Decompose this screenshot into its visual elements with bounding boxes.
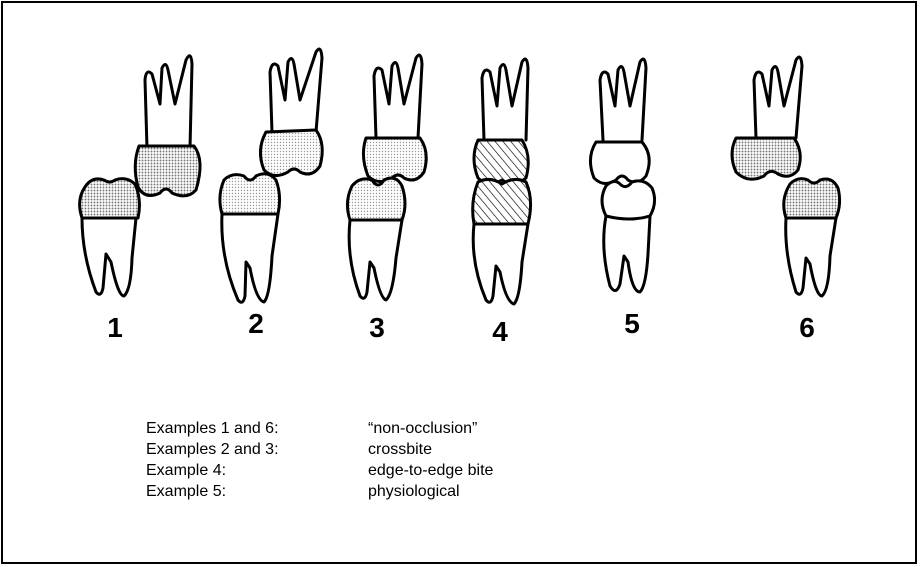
legend-row: Examples 1 and 6: “non-occlusion” [146, 418, 493, 439]
legend-row: Example 4: edge-to-edge bite [146, 460, 493, 481]
legend-label: Examples 1 and 6: [146, 418, 368, 439]
example-2-upper-tooth [260, 49, 322, 175]
example-2-teeth [220, 49, 322, 302]
example-2-lower-tooth [220, 174, 280, 303]
legend-label: Examples 2 and 3: [146, 439, 368, 460]
example-6-lower-tooth [784, 179, 840, 296]
example-4-upper-tooth [474, 59, 528, 183]
example-3-lower-tooth [347, 178, 405, 300]
example-4-teeth [473, 59, 531, 304]
example-1-teeth [80, 56, 200, 296]
example-4-lower-tooth [473, 179, 531, 304]
example-3-upper-tooth [363, 55, 426, 181]
legend-value: crossbite [368, 439, 432, 460]
example-6-upper-tooth [732, 57, 802, 179]
example-5-upper-tooth [590, 59, 649, 183]
example-3-teeth [347, 55, 426, 300]
example-5-lower-tooth [602, 181, 655, 292]
example-2-number: 2 [236, 308, 276, 340]
legend: Examples 1 and 6: “non-occlusion” Exampl… [146, 418, 493, 502]
legend-row: Examples 2 and 3: crossbite [146, 439, 493, 460]
example-1-upper-tooth [135, 56, 200, 196]
legend-value: physiological [368, 481, 460, 502]
example-1-number: 1 [95, 312, 135, 344]
legend-value: “non-occlusion” [368, 418, 477, 439]
legend-label: Example 5: [146, 481, 368, 502]
legend-value: edge-to-edge bite [368, 460, 493, 481]
example-3-number: 3 [357, 312, 397, 344]
example-4-number: 4 [480, 316, 520, 348]
example-5-teeth [590, 59, 654, 292]
example-1-lower-tooth [80, 179, 140, 296]
legend-row: Example 5: physiological [146, 481, 493, 502]
example-6-number: 6 [787, 312, 827, 344]
legend-label: Example 4: [146, 460, 368, 481]
example-6-teeth [732, 57, 840, 296]
example-5-number: 5 [612, 308, 652, 340]
